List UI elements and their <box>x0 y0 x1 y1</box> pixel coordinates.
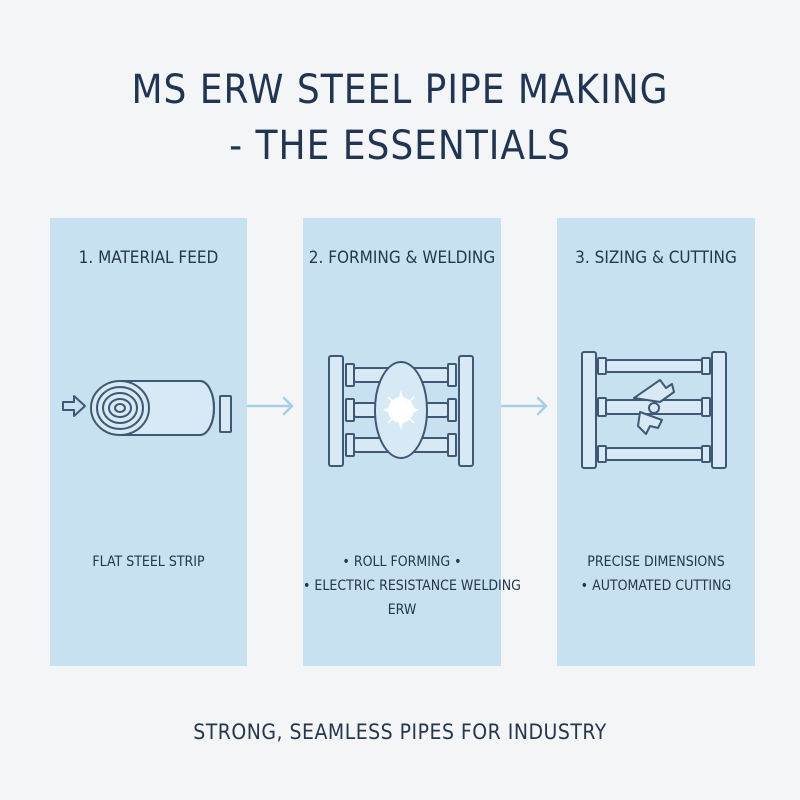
step-title: 3. SIZING & CUTTING <box>575 248 737 268</box>
step-description-line: • AUTOMATED CUTTING <box>580 578 732 594</box>
step-description: • ROLL FORMING • • ELECTRIC RESISTANCE W… <box>303 550 521 622</box>
page-title: MS ERW STEEL PIPE MAKING - THE ESSENTIAL… <box>0 62 800 174</box>
step-panel-material-feed: 1. MATERIAL FEED FLAT STEEL STRIP <box>50 218 247 666</box>
flow-arrow-1-icon <box>246 396 294 416</box>
step-description: FLAT STEEL STRIP <box>50 550 247 574</box>
step-description-line: • ROLL FORMING • <box>342 554 462 570</box>
sizing-cutter-icon <box>581 351 727 469</box>
title-line-2: - THE ESSENTIALS <box>229 123 571 169</box>
step-description-line: ERW <box>387 602 417 618</box>
title-line-1: MS ERW STEEL PIPE MAKING <box>131 67 669 113</box>
step-description: PRECISE DIMENSIONS • AUTOMATED CUTTING <box>557 550 755 598</box>
step-description-line: PRECISE DIMENSIONS <box>587 554 725 570</box>
step-title: 1. MATERIAL FEED <box>78 248 219 268</box>
step-title: 2. FORMING & WELDING <box>308 248 496 268</box>
forming-rollers-icon <box>328 355 474 467</box>
feed-arrow-icon <box>62 395 86 417</box>
flow-arrow-2-icon <box>500 396 548 416</box>
steel-coil-icon <box>90 380 232 436</box>
footer-tagline: STRONG, SEAMLESS PIPES FOR INDUSTRY <box>193 720 607 744</box>
step-description-line: FLAT STEEL STRIP <box>92 554 205 570</box>
step-description-line: • ELECTRIC RESISTANCE WELDING <box>303 578 521 594</box>
